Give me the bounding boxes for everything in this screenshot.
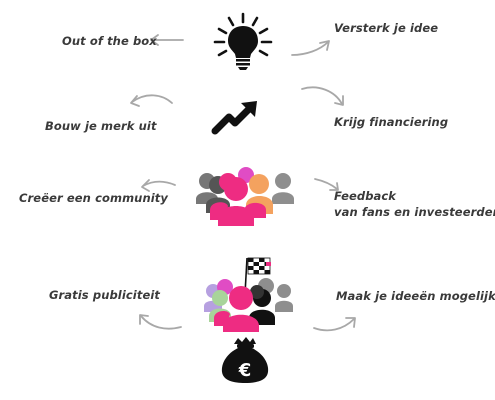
arrow-bouw <box>130 94 173 107</box>
label-feedback-line2: van fans en investeerders <box>334 205 495 219</box>
euro-symbol: € <box>238 360 252 381</box>
label-versterk-je-idee: Versterk je idee <box>334 21 439 35</box>
trending-up-arrow-icon <box>211 101 257 135</box>
label-krijg-financiering: Krijg financiering <box>334 115 449 129</box>
arrow-out-of-the-box <box>150 34 184 46</box>
arrow-creeer <box>141 179 176 192</box>
label-maak-je-ideeen-mogelijk: Maak je ideeën mogelijk! <box>336 289 495 303</box>
arrow-maak <box>313 317 356 332</box>
crowd-with-checkered-flag-icon <box>204 257 293 332</box>
label-feedback-line1: Feedback <box>334 189 397 203</box>
arrow-krijg <box>301 86 344 106</box>
label-feedback: Feedback van fans en investeerders <box>334 188 495 220</box>
label-gratis-publiciteit: Gratis publiciteit <box>49 288 160 302</box>
money-bag-euro-icon: € <box>221 337 269 383</box>
arrow-versterk <box>291 40 330 56</box>
arrow-feedback <box>314 178 339 191</box>
community-group-icon <box>196 167 294 226</box>
label-out-of-the-box: Out of the box <box>62 34 157 48</box>
label-creeer-een-community: Creëer een community <box>19 191 168 205</box>
lightbulb-icon <box>213 12 273 70</box>
label-bouw-je-merk-uit: Bouw je merk uit <box>45 119 157 133</box>
arrow-gratis <box>139 314 182 330</box>
